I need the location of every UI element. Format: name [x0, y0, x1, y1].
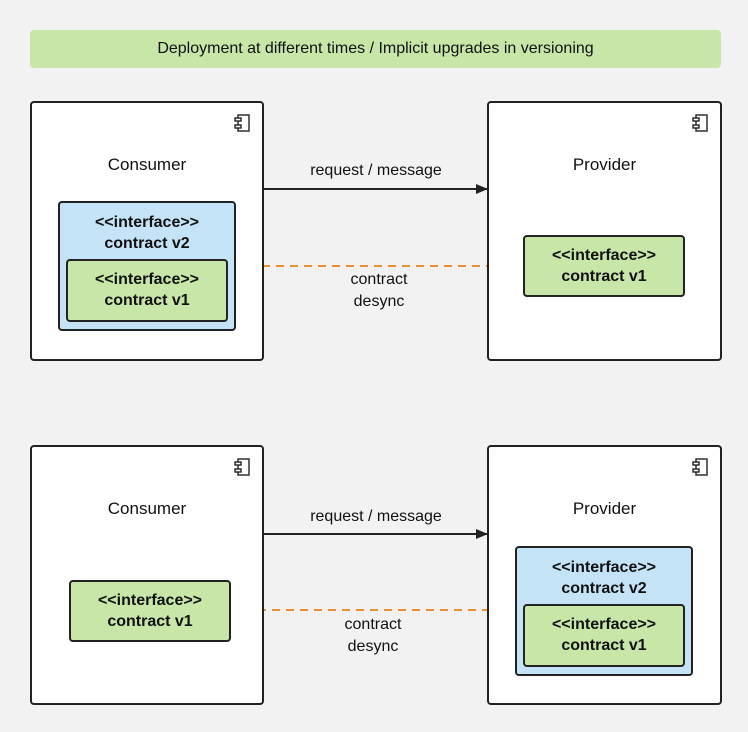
- component-icon: [234, 114, 250, 132]
- diagram-title: Deployment at different times / Implicit…: [157, 40, 594, 57]
- request-label: request / message: [310, 162, 442, 179]
- request-label: request / message: [310, 508, 442, 525]
- provider-title: Provider: [572, 155, 637, 174]
- interface-name: contract v1: [561, 637, 647, 654]
- desync-label-line1: contract: [350, 271, 408, 288]
- component-icon: [692, 114, 708, 132]
- interface-stereotype: <<interface>>: [94, 214, 200, 231]
- desync-label-line1: contract: [344, 616, 402, 633]
- desync-label-line2: desync: [353, 293, 405, 310]
- consumer-component-2[interactable]: Consumer: [30, 445, 264, 705]
- consumer-title: Consumer: [107, 499, 187, 518]
- interface-stereotype: <<interface>>: [551, 559, 657, 576]
- provider-interface-v1[interactable]: <<interface>> contract v1: [523, 604, 685, 667]
- diagram-title-banner: Deployment at different times / Implicit…: [30, 30, 721, 68]
- interface-stereotype: <<interface>>: [551, 616, 657, 633]
- interface-name: contract v1: [561, 268, 647, 285]
- component-icon: [234, 458, 250, 476]
- provider-interface-v1[interactable]: <<interface>> contract v1: [523, 235, 685, 297]
- desync-label-line2: desync: [347, 638, 399, 655]
- component-icon: [692, 458, 708, 476]
- interface-name: contract v1: [107, 613, 193, 630]
- interface-name: contract v2: [104, 235, 190, 252]
- interface-stereotype: <<interface>>: [551, 247, 657, 264]
- interface-stereotype: <<interface>>: [97, 592, 203, 609]
- consumer-title: Consumer: [107, 155, 187, 174]
- desync-label: contract desync: [336, 269, 422, 313]
- interface-name: contract v1: [104, 292, 190, 309]
- consumer-interface-v1[interactable]: <<interface>> contract v1: [66, 259, 228, 322]
- interface-stereotype: <<interface>>: [94, 271, 200, 288]
- desync-label: contract desync: [330, 614, 416, 658]
- consumer-interface-v1[interactable]: <<interface>> contract v1: [69, 580, 231, 642]
- provider-component-1[interactable]: Provider: [487, 101, 722, 361]
- provider-title: Provider: [572, 499, 637, 518]
- interface-name: contract v2: [561, 580, 647, 597]
